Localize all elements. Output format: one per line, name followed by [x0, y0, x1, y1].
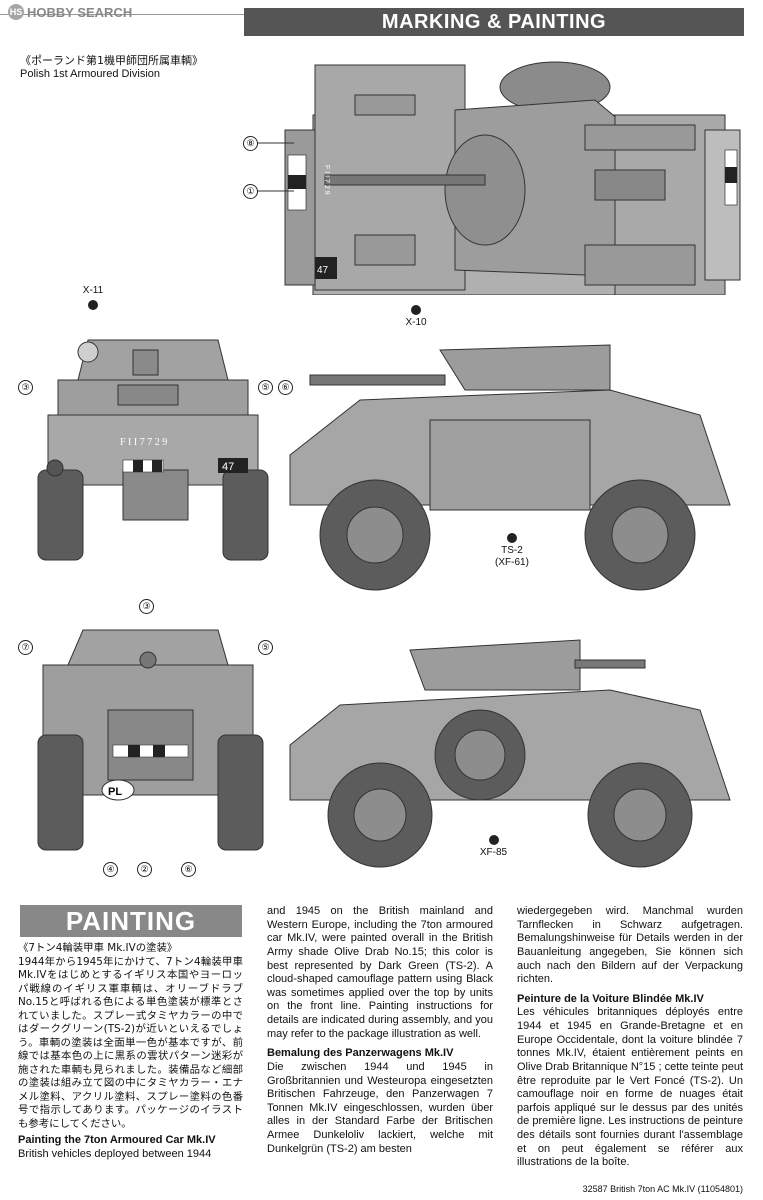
painting-en-body-2: and 1945 on the British mainland and Wes…	[267, 905, 493, 1040]
callout-number-8: ⑧	[243, 136, 258, 151]
painting-column-2: and 1945 on the British mainland and Wes…	[267, 905, 493, 1156]
logo-icon: HS	[8, 4, 24, 20]
division-title-en: Polish 1st Armoured Division	[20, 68, 161, 80]
callout-number-2: ②	[137, 862, 152, 877]
svg-text:47: 47	[317, 265, 329, 276]
callout-number-3-front: ③	[18, 380, 33, 395]
painting-fr-body: Les véhicules britanniques déployés entr…	[517, 1006, 743, 1169]
callout-number-3-rear: ③	[139, 599, 154, 614]
callout-number-5-front: ⑤	[258, 380, 273, 395]
page-footer: 32587 British 7ton AC Mk.IV (11054801)	[582, 1184, 743, 1194]
nationality-plate: PL	[108, 786, 122, 798]
callout-number-4: ④	[103, 862, 118, 877]
painting-de-body-2: wiedergegeben wird. Manchmal wurden Tarn…	[517, 905, 743, 986]
painting-fr-title: Peinture de la Voiture Blindée Mk.IV	[517, 992, 704, 1005]
leader-lines-top	[258, 142, 294, 192]
callout-number-6-rear: ⑥	[181, 862, 196, 877]
painting-heading: PAINTING	[20, 905, 242, 937]
callout-number-7: ⑦	[18, 640, 33, 655]
callout-xf85: XF-85	[471, 835, 516, 859]
vehicle-top-view: F I I 7 2 9 47	[284, 61, 741, 295]
painting-en-title: Painting the 7ton Armoured Car Mk.IV	[18, 1134, 216, 1147]
division-title-jp: 《ポーランド第1機甲師団所属車輌》	[20, 54, 203, 67]
callout-number-6-front: ⑥	[278, 380, 293, 395]
painting-jp-body: 1944年から1945年にかけて、7トン4輪装甲車Mk.IVをはじめとするイギリ…	[18, 955, 243, 1130]
header-rule	[0, 14, 244, 15]
tac-sign-front: 47	[222, 461, 234, 473]
painting-jp-title: 《7トン4輪装甲車 Mk.IVの塗装》	[18, 942, 178, 954]
painting-de-body-1: Die zwischen 1944 und 1945 in Großbritan…	[267, 1060, 493, 1155]
painting-column-1: 《7トン4輪装甲車 Mk.IVの塗装》 1944年から1945年にかけて、7トン…	[18, 942, 243, 1161]
reg-number-top: F I I 7 2 9	[323, 165, 330, 195]
painting-de-title: Bemalung des Panzerwagens Mk.IV	[267, 1047, 454, 1060]
page-title-banner: MARKING & PAINTING	[244, 8, 744, 36]
vehicle-side-view-right	[289, 344, 731, 591]
site-logo: HS HOBBY SEARCH	[8, 4, 132, 20]
vehicle-rear-view: PL	[37, 629, 264, 851]
vehicle-side-view-left	[289, 639, 731, 868]
callout-ts2: TS-2 (XF-61)	[487, 533, 537, 568]
painting-en-body-1: British vehicles deployed between 1944	[18, 1147, 212, 1160]
reg-number-front: F I I 7 7 2 9	[120, 437, 167, 448]
callout-number-1: ①	[243, 184, 258, 199]
callout-x11: X-11	[78, 285, 108, 310]
vehicle-front-view: F I I 7 7 2 9 47	[37, 339, 269, 561]
callout-x10: X-10	[396, 305, 436, 329]
callout-number-5-rear: ⑤	[258, 640, 273, 655]
painting-column-3: wiedergegeben wird. Manchmal wurden Tarn…	[517, 905, 743, 1170]
logo-text: HOBBY SEARCH	[27, 4, 133, 20]
